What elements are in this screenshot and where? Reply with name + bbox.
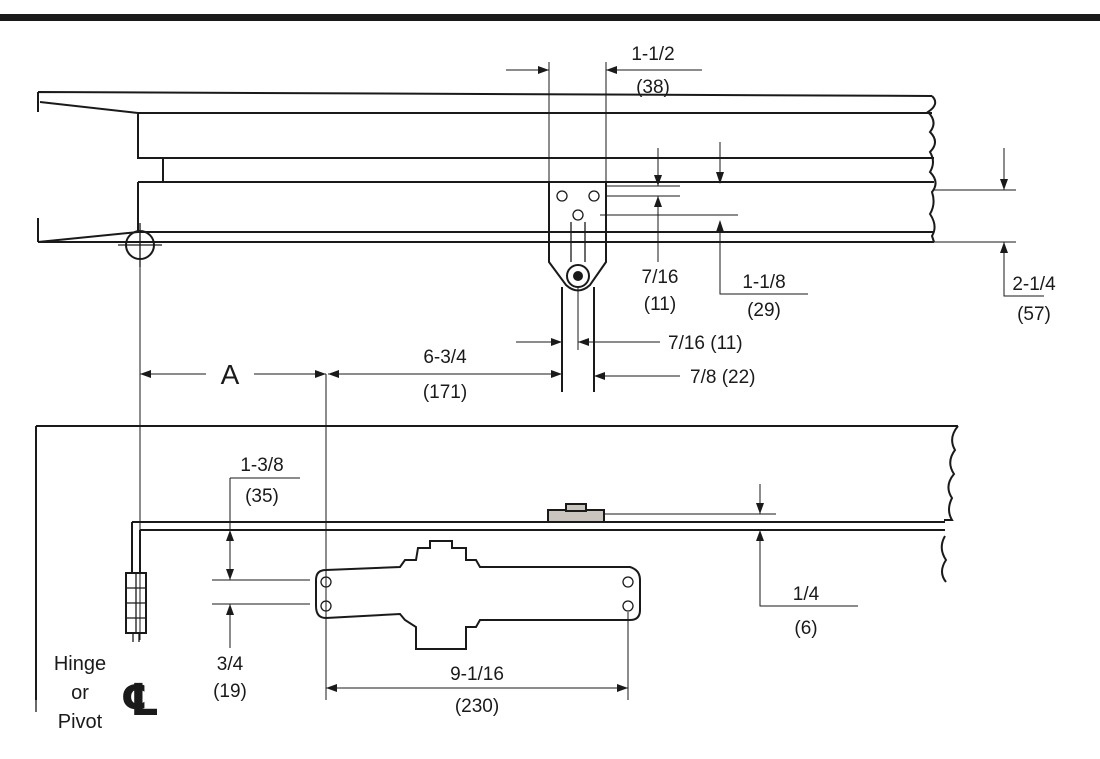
- top-header-band: [0, 0, 1100, 22]
- pivot-circle: [118, 223, 162, 640]
- dim-closer-length: 9-1/16 (230): [325, 374, 629, 717]
- arm-bracket: [548, 181, 607, 392]
- dim-arm-thickness: 7/8 (22): [594, 367, 755, 388]
- dim-arm-width-mm: (38): [636, 77, 670, 98]
- dim-hinge-to-closer-label: A: [221, 359, 240, 390]
- dim-arm-width: 1-1/2 (38): [506, 44, 702, 182]
- dim-top-to-mount: 1-3/8 (35): [212, 455, 310, 581]
- dim-frame-to-hole: 1-1/8 (29): [600, 142, 808, 321]
- dim-closer-length-mm: (230): [455, 696, 499, 717]
- dim-frame-depth-fraction: 2-1/4: [1012, 274, 1056, 295]
- dim-frame-to-hole-fraction: 1-1/8: [742, 272, 785, 293]
- dim-slot-offset-label: 7/16 (11): [668, 333, 743, 354]
- door-outline: [35, 425, 959, 712]
- dim-slot-offset: 7/16 (11): [516, 288, 743, 354]
- dim-closer-to-arm: 6-3/4 (171): [328, 347, 562, 403]
- dim-closer-to-arm-mm: (171): [423, 382, 467, 403]
- dim-bracket-offset: 7/16 (11): [606, 148, 680, 315]
- dim-bracket-offset-mm: (11): [644, 294, 676, 315]
- dim-bracket-offset-fraction: 7/16: [642, 267, 679, 288]
- dim-closer-length-fraction: 9-1/16: [450, 664, 504, 685]
- dim-top-to-mount-fraction: 1-3/8: [240, 455, 283, 476]
- hinge-pivot-label: Hinge or Pivot ℄: [54, 653, 160, 733]
- dim-mount-height-mm: (19): [213, 681, 247, 702]
- dim-top-to-mount-mm: (35): [245, 486, 279, 507]
- hinge-label-line1: Hinge: [54, 653, 106, 675]
- dim-frame-depth-mm: (57): [1017, 304, 1051, 325]
- dim-door-gap: 1/4 (6): [605, 484, 858, 639]
- closer-body: [315, 540, 641, 650]
- dim-arm-thickness-label: 7/8 (22): [690, 367, 755, 388]
- frame-profile: [37, 91, 937, 243]
- dim-door-gap-mm: (6): [794, 618, 817, 639]
- header-rule: [0, 14, 1100, 21]
- hinge-label-line2: or: [71, 682, 89, 704]
- hinge: [125, 572, 147, 642]
- dim-door-gap-fraction: 1/4: [793, 584, 820, 605]
- dim-arm-width-fraction: 1-1/2: [631, 44, 674, 65]
- dim-mount-height-fraction: 3/4: [217, 654, 244, 675]
- dim-frame-depth: 2-1/4 (57): [934, 148, 1056, 325]
- hinge-label-line3: Pivot: [58, 711, 103, 733]
- dim-mount-height: 3/4 (19): [212, 603, 310, 702]
- centerline-symbol-icon: ℄: [120, 676, 159, 725]
- dim-closer-to-arm-fraction: 6-3/4: [423, 347, 467, 368]
- dim-frame-to-hole-mm: (29): [747, 300, 781, 321]
- dim-hinge-to-closer: A: [140, 359, 326, 390]
- arm-shoe: [547, 503, 605, 523]
